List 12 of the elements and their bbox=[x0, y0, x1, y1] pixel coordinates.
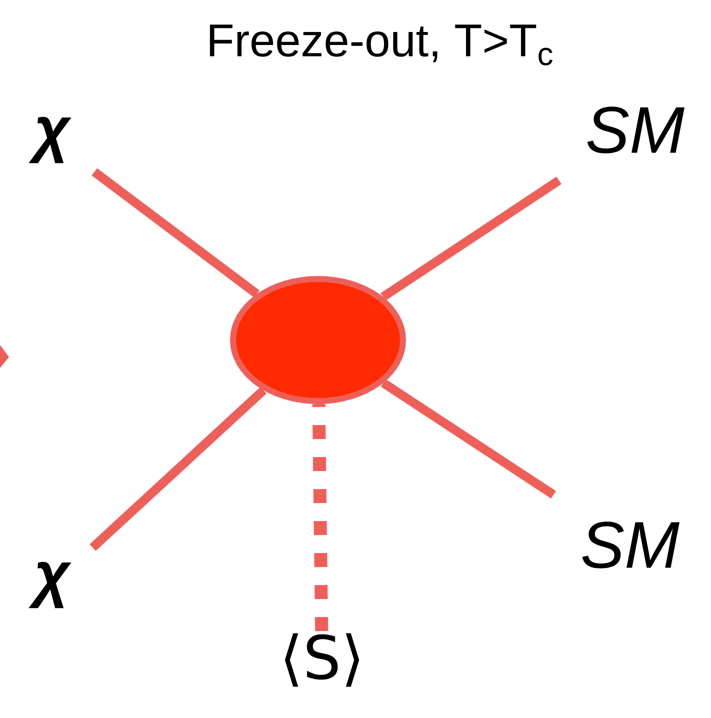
particle-line bbox=[380, 379, 556, 498]
particle-label: χ bbox=[28, 116, 72, 164]
particle-line bbox=[380, 176, 562, 301]
particle-label: χ bbox=[28, 562, 72, 608]
particle-line bbox=[92, 168, 260, 298]
dashed-line bbox=[312, 404, 328, 632]
particle-label: SM bbox=[587, 106, 684, 154]
vertex-blob bbox=[230, 276, 406, 404]
particle-label: ⟨S⟩ bbox=[284, 633, 360, 687]
particle-label: SM bbox=[582, 522, 680, 568]
particle-line bbox=[90, 386, 267, 551]
title: Freeze-out, T>T$_{c}$ bbox=[210, 24, 552, 66]
